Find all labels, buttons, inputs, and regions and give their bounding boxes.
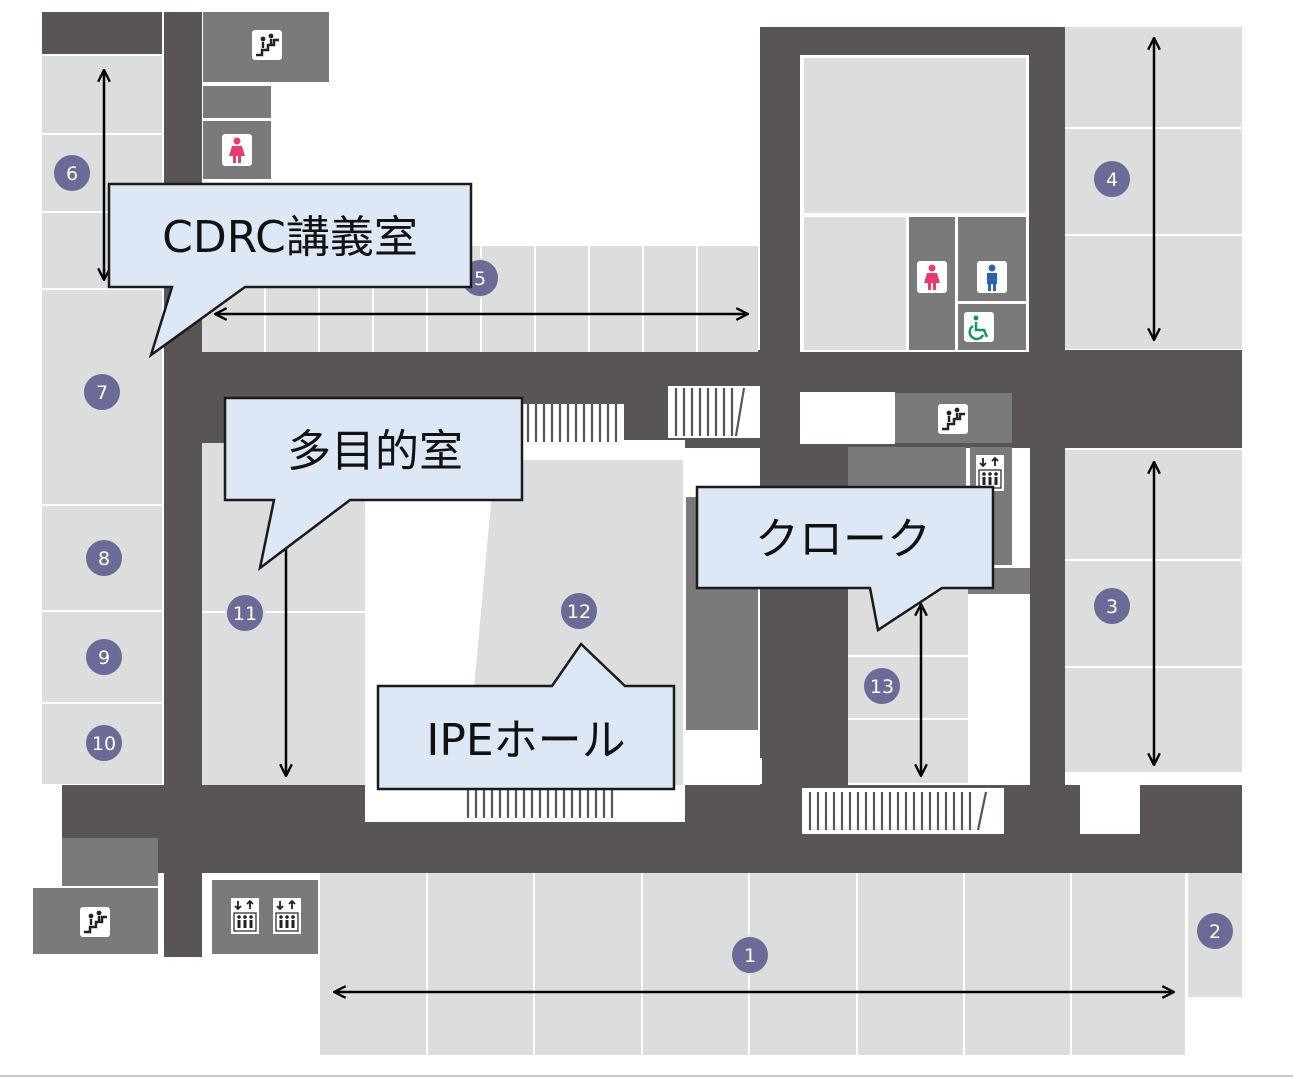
callout-cdrc-label: CDRC講義室 xyxy=(162,212,418,263)
elevator-icon xyxy=(975,454,1005,492)
stairs-icon xyxy=(936,402,970,436)
svg-text:8: 8 xyxy=(98,548,110,570)
svg-text:6: 6 xyxy=(66,163,78,185)
svg-text:4: 4 xyxy=(1106,169,1118,191)
svg-text:9: 9 xyxy=(98,647,110,669)
svg-text:1: 1 xyxy=(744,945,756,967)
svg-text:10: 10 xyxy=(92,733,116,755)
svg-text:11: 11 xyxy=(233,603,257,625)
elevator-block xyxy=(212,880,318,954)
callout-cloak: クローク xyxy=(695,485,995,633)
room-markers: 1 2 3 4 5 6 7 8 9 10 11 12 13 xyxy=(52,153,1235,975)
svg-text:3: 3 xyxy=(1106,596,1118,618)
svg-text:12: 12 xyxy=(567,601,591,623)
span-arrows xyxy=(104,38,1174,992)
female-restroom-icon xyxy=(917,261,947,293)
callout-ipe-hall-label: IPEホール xyxy=(426,715,625,766)
svg-text:2: 2 xyxy=(1209,921,1221,943)
room-marker-12[interactable]: 12 xyxy=(559,591,599,631)
callout-multipurpose: 多目的室 xyxy=(223,396,524,571)
room-marker-13[interactable]: 13 xyxy=(862,666,902,706)
room-marker-7[interactable]: 7 xyxy=(82,372,122,412)
room-marker-10[interactable]: 10 xyxy=(84,723,124,763)
room-marker-1[interactable]: 1 xyxy=(730,935,770,975)
stair-hatching xyxy=(460,386,1004,834)
room-marker-8[interactable]: 8 xyxy=(84,538,124,578)
restroom-block xyxy=(800,55,1029,352)
callout-cloak-label: クローク xyxy=(755,514,931,565)
callout-multipurpose-label: 多目的室 xyxy=(287,426,463,477)
room-marker-2[interactable]: 2 xyxy=(1195,911,1235,951)
room-marker-6[interactable]: 6 xyxy=(52,153,92,193)
male-restroom-icon xyxy=(977,261,1007,293)
svg-text:5: 5 xyxy=(474,268,486,290)
svg-text:7: 7 xyxy=(96,382,108,404)
callout-cdrc: CDRC講義室 xyxy=(107,182,473,359)
female-restroom-icon xyxy=(222,134,252,166)
room-marker-9[interactable]: 9 xyxy=(84,637,124,677)
svg-text:13: 13 xyxy=(870,676,894,698)
elevator-icon xyxy=(272,897,302,935)
elevator-icon xyxy=(230,897,260,935)
room-1-block xyxy=(320,873,1242,1055)
room-marker-11[interactable]: 11 xyxy=(225,593,265,633)
stairs-icon xyxy=(78,905,112,939)
stairs-icon xyxy=(250,28,284,62)
callout-ipe-hall: IPEホール xyxy=(376,642,676,791)
wheelchair-icon xyxy=(962,310,996,344)
room-marker-4[interactable]: 4 xyxy=(1092,159,1132,199)
room-marker-3[interactable]: 3 xyxy=(1092,586,1132,626)
